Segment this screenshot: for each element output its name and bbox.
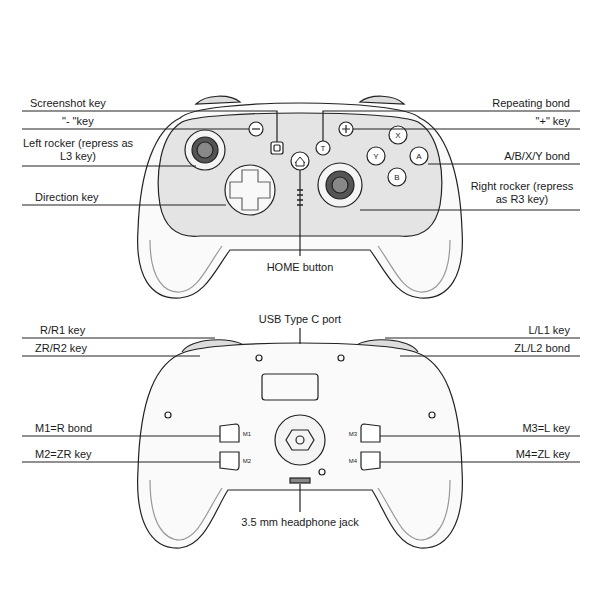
- paddle-label: M3: [349, 431, 357, 438]
- button-letter: X: [395, 131, 400, 140]
- callout-label: A/B/X/Y bond: [504, 150, 570, 163]
- callout-label: M2=ZR key: [35, 448, 92, 461]
- callout-label: USB Type C port: [259, 313, 341, 326]
- paddle-label: M2: [243, 458, 251, 465]
- callout-label: 3.5 mm headphone jack: [241, 516, 358, 529]
- callout-label: Screenshot key: [30, 97, 106, 110]
- callout-label: Right rocker (repress as R3 key): [466, 180, 578, 206]
- callout-label: L/L1 key: [528, 324, 570, 337]
- callout-label: "+" key: [536, 115, 570, 128]
- paddle-label: M4: [349, 458, 357, 465]
- callout-label: HOME button: [267, 261, 334, 274]
- button-letter: A: [416, 152, 421, 161]
- paddle-label: M1: [243, 431, 251, 438]
- callout-label: Repeating bond: [492, 97, 570, 110]
- callout-label: ZR/R2 key: [35, 342, 87, 355]
- callout-label: R/R1 key: [40, 324, 85, 337]
- callout-label: Left rocker (repress as L3 key): [22, 137, 134, 163]
- callout-label: Direction key: [35, 191, 99, 204]
- button-letter: B: [394, 173, 399, 182]
- button-letter: T: [321, 144, 326, 153]
- button-letter: Y: [373, 152, 378, 161]
- callout-label: ZL/L2 bond: [514, 342, 570, 355]
- callout-label: "- "key: [62, 115, 94, 128]
- callout-label: M4=ZL key: [516, 448, 570, 461]
- callout-label: M3=L key: [522, 422, 570, 435]
- callout-label: M1=R bond: [35, 422, 92, 435]
